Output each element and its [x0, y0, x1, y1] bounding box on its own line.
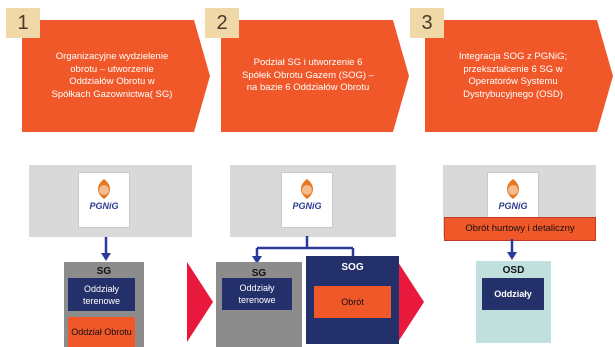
step-chevron-1 — [22, 20, 210, 132]
sog-label: SOG — [341, 262, 364, 273]
pgnig-flame-icon — [98, 179, 110, 199]
step-chevron-2 — [221, 20, 409, 132]
transition-arrow-2 — [398, 262, 424, 342]
pgnig-logo-1: PGNiG — [78, 172, 130, 228]
pgnig-logo-2: PGNiG — [281, 172, 333, 228]
pgnig-logo-text: PGNiG — [292, 201, 322, 211]
step-number-3: 3 — [410, 8, 444, 38]
unit-obrot: Obrót — [314, 286, 391, 318]
step-text-1: Organizacyjne wydzielenie obrotu – utwor… — [51, 51, 173, 100]
pgnig-logo-text: PGNiG — [89, 201, 119, 211]
unit-oddzialy-osd: Oddziały — [482, 278, 544, 310]
arrow-down-3 — [507, 239, 517, 260]
step-number-2: 2 — [205, 8, 239, 38]
arrow-down-1 — [101, 237, 111, 261]
step-text-2: Podział SG i utworzenie 6 Spółek Obrotu … — [242, 57, 374, 94]
pgnig-logo-text: PGNiG — [498, 201, 528, 211]
step-text-3: Integracja SOG z PGNiG; przekształcenie … — [458, 51, 568, 100]
step-chevron-3 — [425, 20, 613, 132]
pgnig-flame-icon — [301, 179, 313, 199]
osd-label: OSD — [502, 265, 525, 276]
step-number-1: 1 — [6, 8, 40, 38]
sg-label-2: SG — [251, 268, 267, 279]
unit-oddzialy-terenowe-1: Oddziały terenowe — [68, 278, 135, 311]
trade-box: Obrót hurtowy i detaliczny — [444, 217, 596, 241]
pgnig-flame-icon — [507, 179, 519, 199]
unit-oddzialy-terenowe-2: Oddziały terenowe — [222, 278, 292, 310]
transition-arrow-1 — [187, 262, 213, 342]
unit-oddzial-obrotu: Oddział Obrotu — [68, 317, 135, 347]
sg-label-1: SG — [96, 266, 112, 277]
